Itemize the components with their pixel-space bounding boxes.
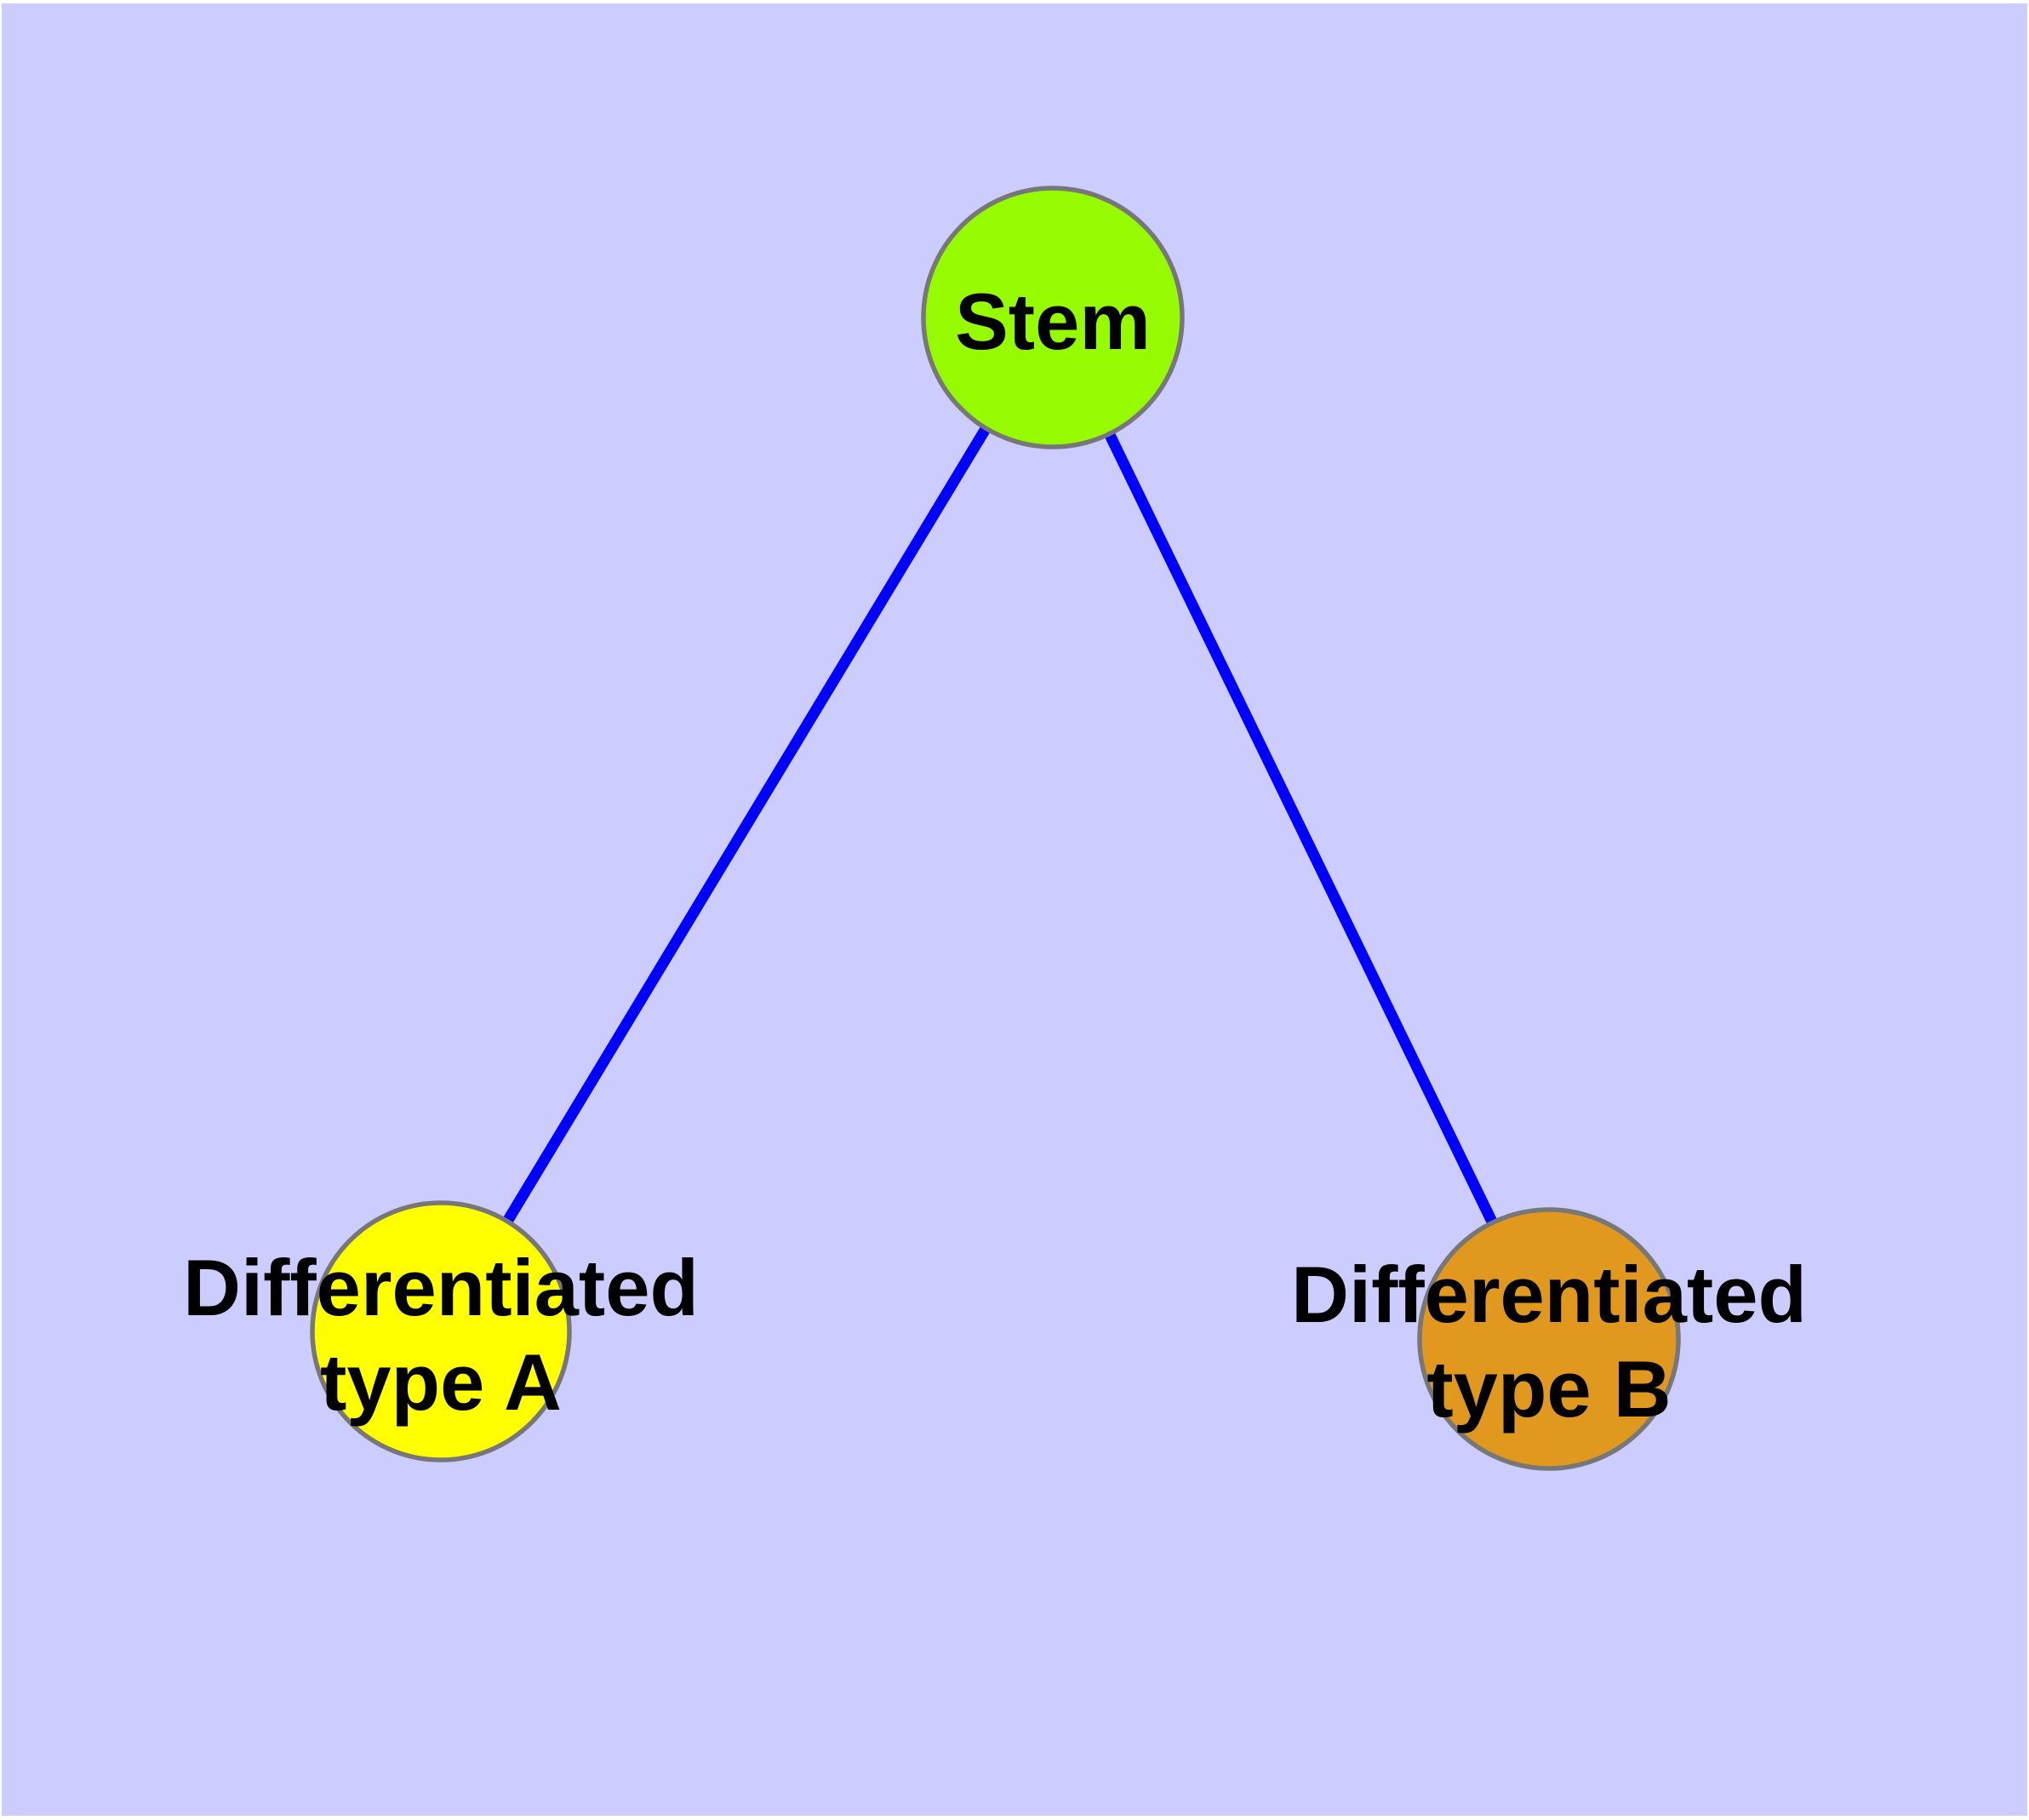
type-b-node-group: Differentiated type B [1291,1207,1807,1471]
stem-node-label: Stem [955,277,1151,366]
stem-node[interactable] [921,186,1185,449]
edge-stem-to-type-b [1048,315,1554,1342]
type-a-node-label-line1: Differentiated [183,1243,699,1332]
type-b-node-label-line1: Differentiated [1291,1250,1807,1339]
type-a-node-label-line2: type A [320,1337,562,1427]
type-a-node[interactable] [310,1200,572,1462]
stem-node-group: Stem [921,186,1185,449]
type-b-node[interactable] [1417,1207,1681,1471]
edge-stem-to-type-a [436,314,1058,1335]
type-a-node-group: Differentiated type A [183,1200,699,1462]
type-b-node-label-line2: type B [1426,1344,1671,1434]
